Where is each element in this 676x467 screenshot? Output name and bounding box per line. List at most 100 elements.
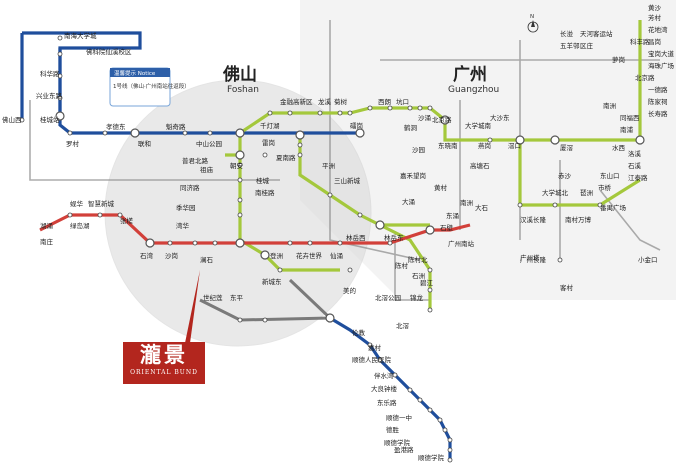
station-label: 琶洲 [580,189,593,197]
station-dot [297,152,303,158]
station-dot [317,110,323,116]
station-label: 五羊邨 [560,41,580,50]
interchange-markers [55,111,645,323]
station-dot [237,162,243,168]
station-dot [57,95,63,101]
foshan-circle-overlay [104,79,372,347]
station-dot [367,105,373,111]
station-label: 大学城南 [465,121,492,130]
station-dot [57,73,63,79]
station-label: 夏南路 [276,153,296,162]
station-dot [287,110,293,116]
station-label: 燕岗 [478,141,491,150]
station-label: 东涌 [446,211,459,220]
station-dot [57,51,63,57]
station-dot [212,240,218,246]
station-label: 雷岗 [262,139,275,147]
station-label: 江泰路 [628,173,648,182]
station-label: 金融高新区 [280,97,313,106]
station-dot [357,212,363,218]
station-dot [182,130,188,136]
station-label: 菊树 [334,97,348,106]
station-label: 祖庙 [200,165,214,174]
station-label: 滘口 [508,141,521,150]
station-label: 南洲 [460,198,473,207]
station-label: 南洲 [603,101,616,110]
station-dot [117,212,123,218]
station-label: 桂城 [256,176,270,185]
station-label: 兴业东路 [36,91,63,100]
station-label: 北滘 [396,321,410,330]
station-dot [277,267,283,273]
station-label: 佛科院仙溪校区 [86,47,132,56]
station-label: 石湾 [140,251,154,260]
station-dot [392,372,398,378]
station-dot [167,240,173,246]
station-dot [337,110,343,116]
station-dot [237,212,243,218]
station-label: 平洲 [322,162,335,170]
station-label: 石壁 [440,223,454,232]
station-dot [267,110,273,116]
station-label: 新城东 [262,277,282,286]
station-label: 罗村 [66,139,80,148]
station-label: 芳村 [648,13,662,22]
station-label: 大良钟楼 [371,384,398,393]
station-label: 大学城北 [542,188,569,197]
station-label: 同济路 [180,183,200,192]
station-dot [237,177,243,183]
station-label: 普君北路 [182,156,209,165]
station-label: 东平 [230,293,244,302]
svg-text:温馨提示 Notice: 温馨提示 Notice [114,69,156,77]
station-label: 花地湾 [648,25,668,34]
station-dot [367,342,373,348]
station-label: 花卉世界 [296,251,323,260]
station-label: 南海大学城 [64,31,97,40]
station-dot [347,267,353,273]
station-dot [237,197,243,203]
station-label: 桂城站 [40,115,60,124]
station-label: 宝岗大道 [648,49,675,58]
station-label: 智慧新城 [88,199,115,208]
station-label: 盈港路 [394,445,414,454]
svg-text:1号线（佛山·广州南站往返段）: 1号线（佛山·广州南站往返段） [113,82,190,90]
station-label: 湖涌 [40,221,53,230]
station-dot [447,457,453,463]
station-label: 广州长隆 [520,255,547,264]
station-label: 南庄 [40,237,54,246]
station-dot [97,212,103,218]
station-dot [387,105,393,111]
station-dot [207,130,213,136]
station-dot [417,105,423,111]
station-dot [102,130,108,136]
station-label: 西朗 [378,97,391,106]
station-label: 魁奇路 [166,122,186,131]
station-label: 伴水湾 [374,371,394,380]
station-label: 小金口 [638,255,658,264]
svg-text:N: N [530,14,534,20]
station-label: 碧江 [420,278,434,287]
station-label: 大沙东 [490,113,510,122]
station-label: 黄村 [434,183,448,192]
station-dot [262,152,268,158]
foshan-city-sublabel: Foshan [227,85,259,95]
station-label: 东乐路 [377,398,397,407]
station-dot [427,105,433,111]
station-dot [407,105,413,111]
station-label: 孝德东 [106,122,126,131]
station-label: 水西 [612,143,626,152]
station-label: 张槎 [120,216,134,225]
station-label: 顺德学院 [384,438,411,447]
station-label: 北京路 [635,73,655,82]
station-dot [327,192,333,198]
station-dot [442,427,448,433]
station-label: 中山公园 [196,139,222,148]
station-label: 沙园 [412,146,425,154]
station-dot [307,240,313,246]
station-label: 世纪莲 [203,293,223,302]
station-label: 广州塔 [520,253,540,262]
station-dot [427,307,433,313]
station-dot [377,357,383,363]
foshan-city-label: 佛山 [222,64,257,85]
station-label: 陈村北 [408,255,428,264]
